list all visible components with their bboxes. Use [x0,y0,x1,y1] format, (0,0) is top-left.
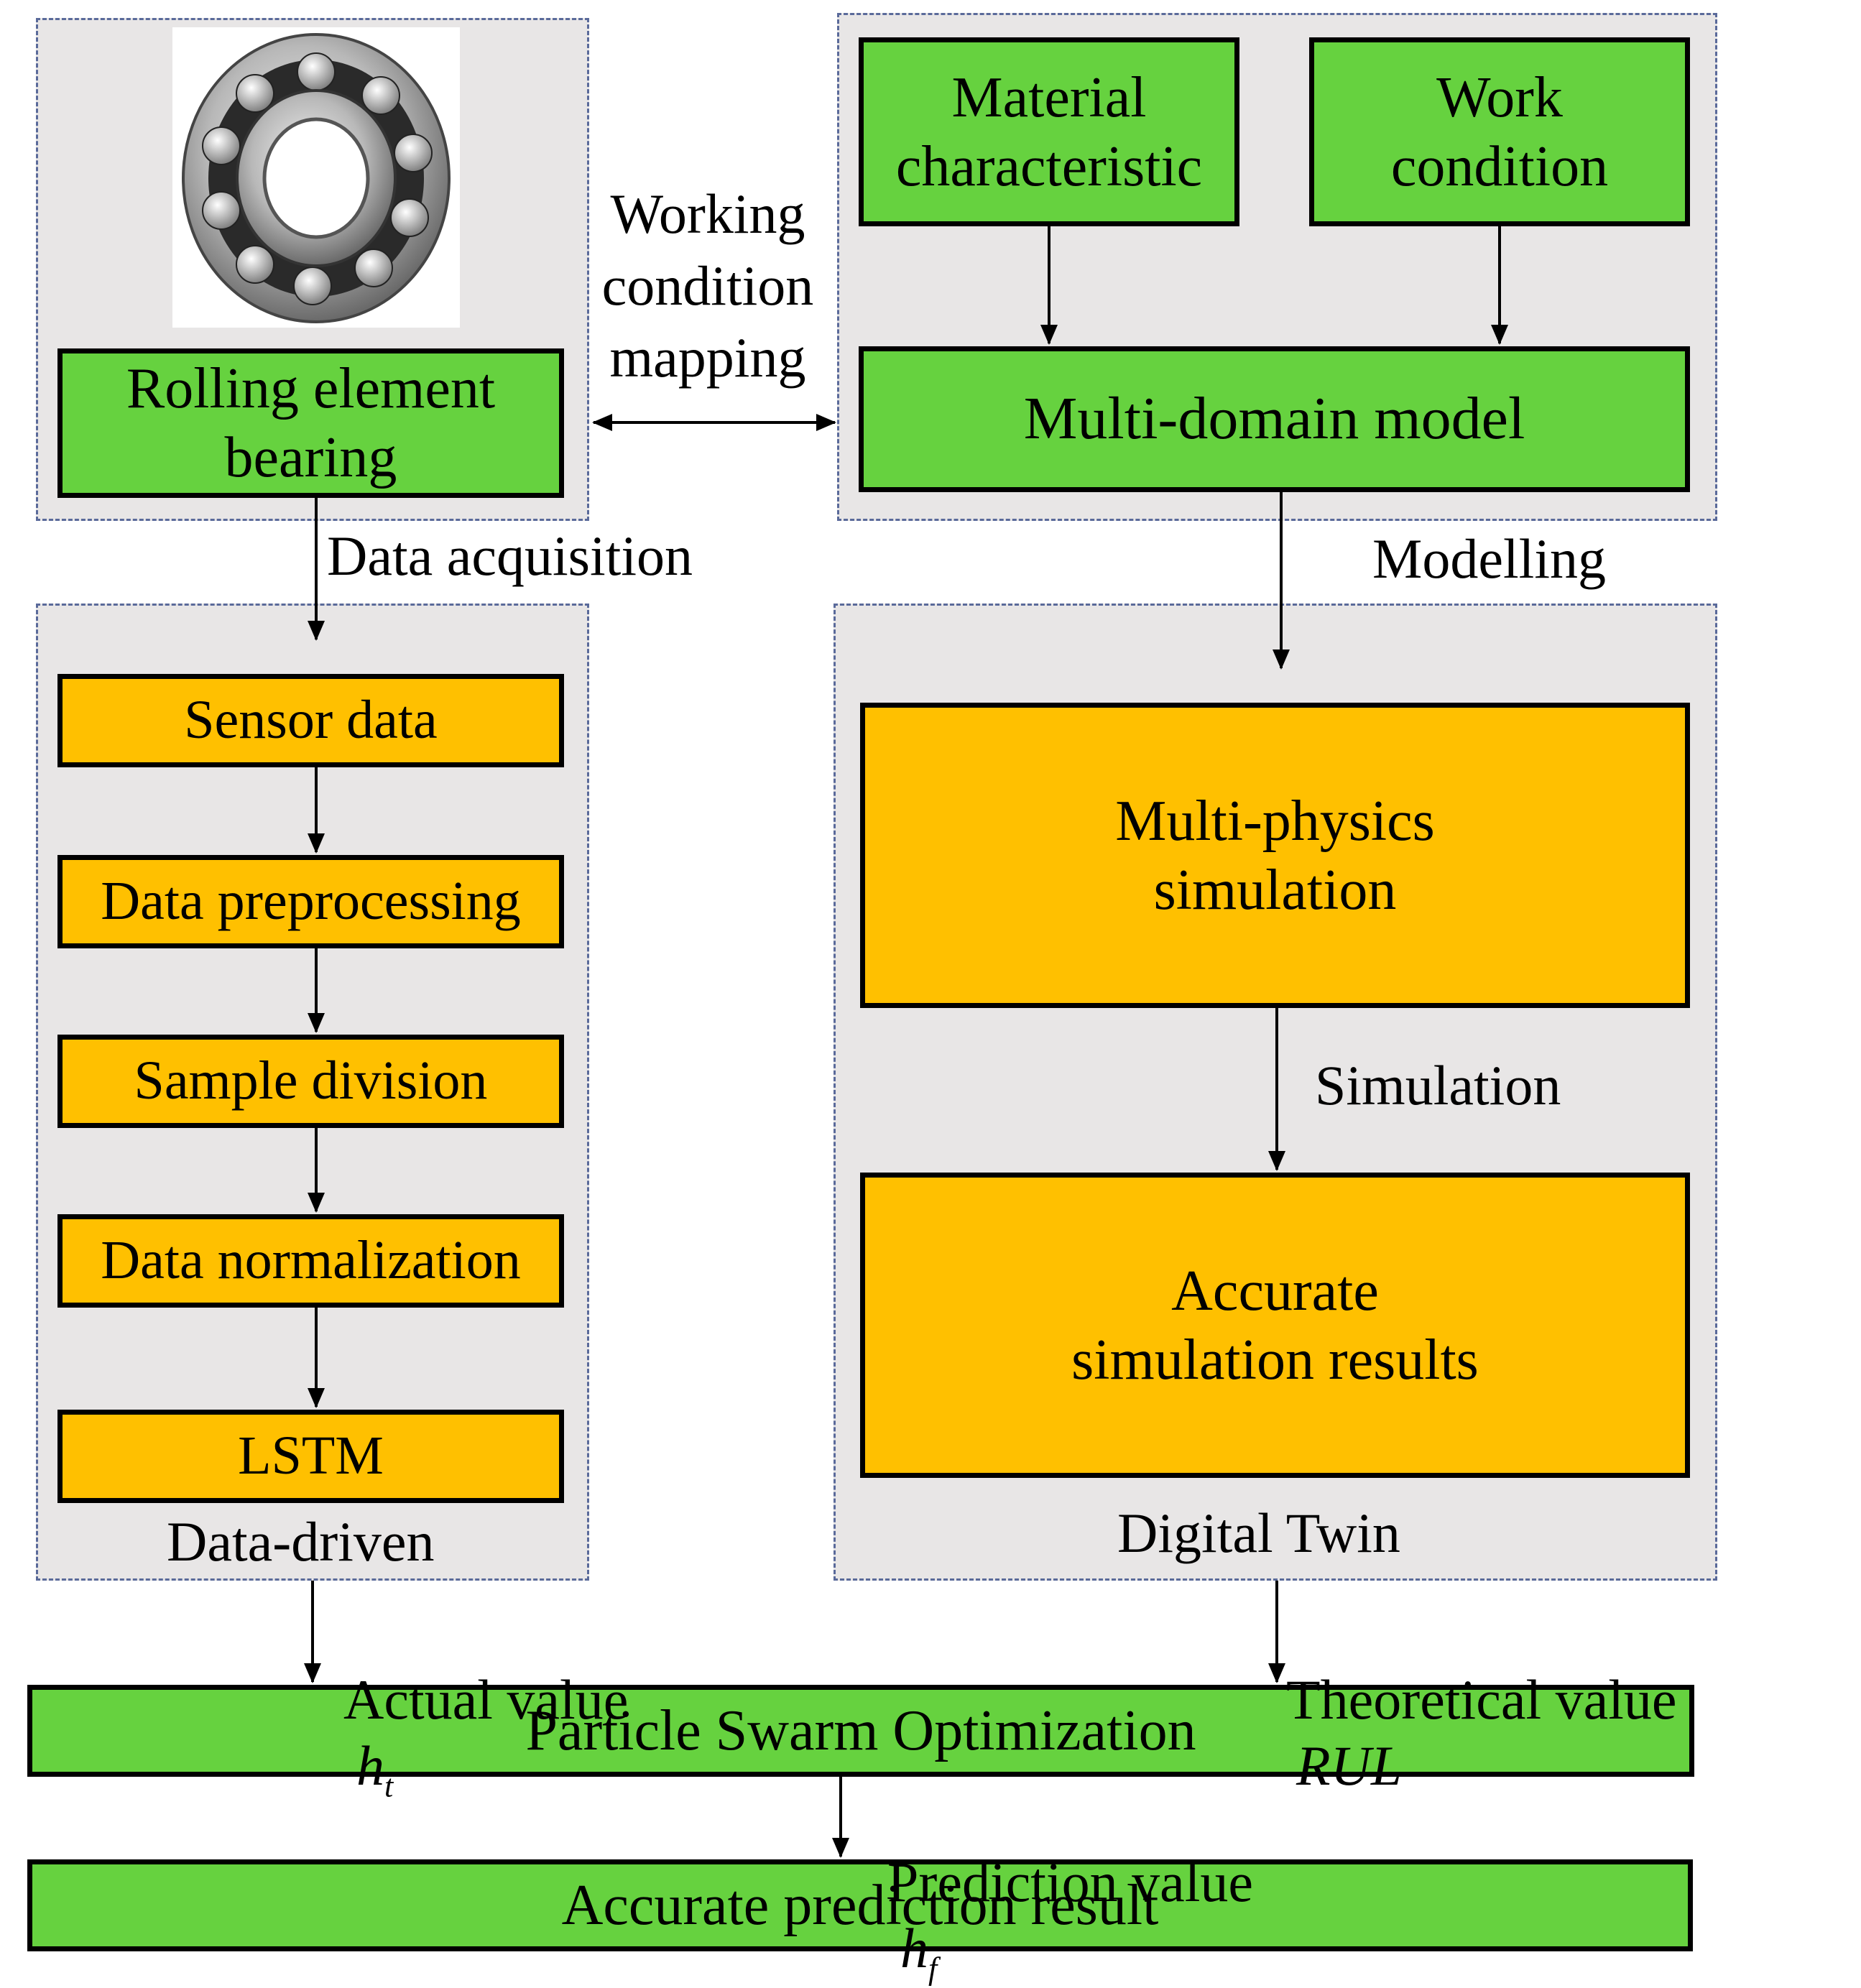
theoretical-value-text: Theoretical value [1286,1668,1677,1732]
working-condition-mapping-label: Working condition mapping [601,182,814,389]
data-normalization-label: Data normalization [101,1230,521,1291]
prediction-value-text: Prediction value [887,1851,1254,1914]
work-condition-label: Work condition [1390,65,1609,198]
lstm-box: LSTM [57,1410,564,1503]
digital-twin-caption: Digital Twin [1117,1502,1400,1564]
modelling-label: Modelling [1372,527,1606,590]
accurate-simulation-results-label: Accurate simulation results [1071,1259,1479,1392]
rolling-element-bearing-box: Rolling element bearing [57,348,564,498]
actual-value-subscript: t [384,1768,394,1804]
data-normalization-box: Data normalization [57,1214,564,1308]
data-driven-caption: Data-driven [167,1510,435,1573]
sample-division-label: Sample division [134,1050,488,1111]
accurate-prediction-result-box: Accurate prediction result [27,1859,1693,1951]
prediction-value-subscript: f [928,1951,938,1987]
theoretical-value-symbol: RUL [1296,1734,1403,1798]
material-characteristic-box: Material characteristic [859,37,1239,226]
material-characteristic-label: Material characteristic [895,65,1203,198]
multi-physics-simulation-box: Multi-physics simulation [860,703,1690,1008]
multi-domain-model-label: Multi-domain model [1023,385,1525,453]
particle-swarm-optimization-box: Particle Swarm Optimization [27,1685,1694,1777]
accurate-simulation-results-box: Accurate simulation results [860,1173,1690,1478]
data-acquisition-label: Data acquisition [327,524,693,587]
multi-domain-model-box: Multi-domain model [859,346,1690,492]
actual-value-label: Actual value ht [343,1601,628,1806]
simulation-label: Simulation [1315,1054,1561,1116]
actual-value-symbol: h [356,1734,384,1798]
work-condition-box: Work condition [1309,37,1690,226]
accurate-prediction-result-label: Accurate prediction result [561,1874,1159,1937]
sensor-data-box: Sensor data [57,674,564,767]
sample-division-box: Sample division [57,1035,564,1128]
data-preprocessing-box: Data preprocessing [57,855,564,948]
theoretical-value-label: Theoretical value RUL [1286,1601,1677,1799]
prediction-value-label: Prediction value hf [887,1783,1253,1988]
bearing-icon [182,33,451,323]
particle-swarm-optimization-label: Particle Swarm Optimization [525,1699,1196,1762]
multi-physics-simulation-label: Multi-physics simulation [1115,789,1435,922]
sensor-data-label: Sensor data [184,690,438,751]
data-preprocessing-label: Data preprocessing [101,871,521,932]
actual-value-text: Actual value [343,1668,629,1732]
bearing-image [172,27,460,328]
lstm-label: LSTM [238,1425,384,1487]
prediction-value-symbol: h [900,1917,928,1980]
rolling-element-bearing-label: Rolling element bearing [126,357,496,489]
